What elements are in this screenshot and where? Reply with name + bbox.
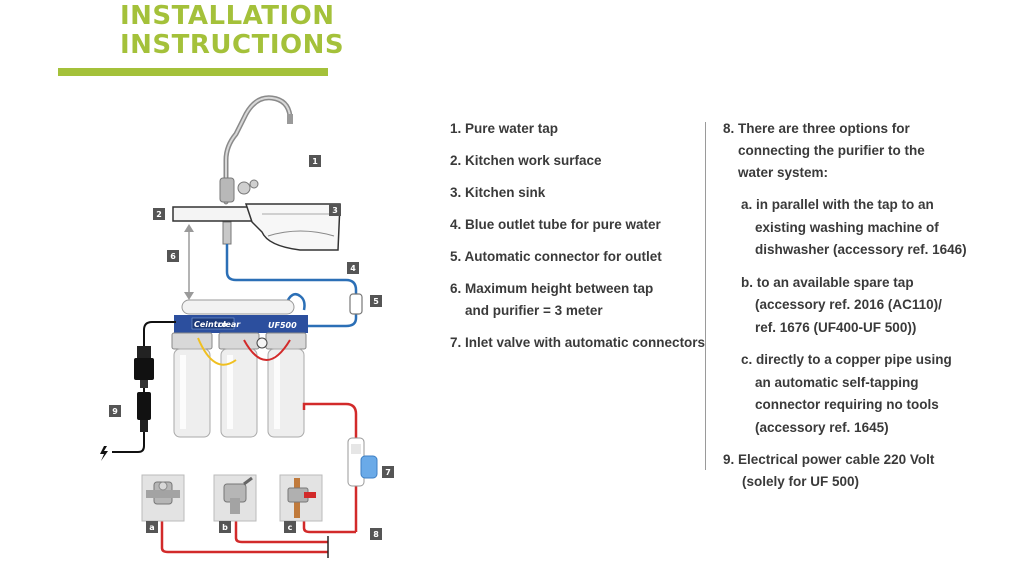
legend-item-8-line-3: water system: xyxy=(738,165,829,180)
marker-2: 2 xyxy=(153,208,165,220)
kitchen-work-surface xyxy=(172,206,254,222)
legend-item-8: 8. There are three options for connectin… xyxy=(723,118,1013,184)
svg-text:5: 5 xyxy=(373,297,379,306)
legend-item-6: 6. Maximum height between tap and purifi… xyxy=(450,278,700,322)
legend-item-6-line-2: and purifier = 3 meter xyxy=(465,303,603,318)
red-inlet-tube xyxy=(160,402,358,558)
title-line-2: INSTRUCTIONS xyxy=(120,30,345,60)
option-c-connector xyxy=(279,474,323,522)
model-label: UF500 xyxy=(268,321,297,330)
marker-c: c xyxy=(284,521,296,533)
title-underline xyxy=(58,68,328,76)
legend-sub-a-line-1: a. in parallel with the tap to an xyxy=(741,197,934,212)
legend-sub-c: c. directly to a copper pipe using an au… xyxy=(741,349,1013,439)
legend-item-2: 2. Kitchen work surface xyxy=(450,153,602,168)
option-a-connector xyxy=(141,474,185,522)
legend-right-column: 8. There are three options for connectin… xyxy=(723,118,1013,503)
legend-item-7: 7. Inlet valve with automatic connectors xyxy=(450,335,706,350)
marker-a: a xyxy=(146,521,158,533)
brand-label-left: Ceintro xyxy=(194,320,228,329)
column-divider xyxy=(705,122,706,470)
legend-item-9-line-1: 9. Electrical power cable 220 Volt xyxy=(723,452,935,467)
legend-sub-a-line-2: existing washing machine of xyxy=(755,219,939,235)
svg-text:b: b xyxy=(222,523,228,532)
purifier-unit: Ceintro clear UF500 xyxy=(171,299,308,438)
legend-item-8-line-1: 8. There are three options for xyxy=(723,121,910,136)
title-line-1: INSTALLATION xyxy=(120,1,335,31)
legend-item-8-line-2: connecting the purifier to the xyxy=(738,143,925,158)
legend-item-9-line-2: (solely for UF 500) xyxy=(742,474,860,489)
svg-text:8: 8 xyxy=(373,530,379,539)
legend-sub-a-line-3: dishwasher (accessory ref. 1646) xyxy=(755,242,967,257)
legend-sub-b: b. to an available spare tap (accessory … xyxy=(741,272,1013,340)
legend-sub-c-line-3: connector requiring no tools xyxy=(755,397,939,412)
legend-sub-b-line-3: ref. 1676 (UF400-UF 500)) xyxy=(755,319,917,335)
brand-label-right: clear xyxy=(218,320,241,329)
legend-left-column: 1. Pure water tap 2. Kitchen work surfac… xyxy=(450,118,706,364)
svg-text:7: 7 xyxy=(385,468,391,477)
legend-item-3: 3. Kitchen sink xyxy=(450,185,546,200)
height-arrow xyxy=(184,224,194,300)
marker-5: 5 xyxy=(370,295,382,307)
filter-housing-3 xyxy=(265,332,307,438)
legend-item-1: 1. Pure water tap xyxy=(450,121,559,136)
legend-sub-c-line-2: an automatic self-tapping xyxy=(755,374,919,390)
marker-b: b xyxy=(219,521,231,533)
page-title: INSTALLATION INSTRUCTIONS xyxy=(120,2,344,60)
marker-3: 3 xyxy=(329,204,341,216)
svg-text:1: 1 xyxy=(312,157,318,166)
filter-housing-2 xyxy=(218,332,260,438)
option-b-connector xyxy=(213,474,257,522)
svg-text:9: 9 xyxy=(112,407,118,416)
svg-text:4: 4 xyxy=(350,264,356,273)
pure-water-tap xyxy=(219,95,293,245)
svg-text:2: 2 xyxy=(156,210,162,219)
power-cable xyxy=(100,321,176,461)
legend-sub-b-line-2: (accessory ref. 2016 (AC110)/ xyxy=(755,297,942,312)
svg-text:3: 3 xyxy=(332,206,338,215)
legend-item-4: 4. Blue outlet tube for pure water xyxy=(450,217,661,232)
svg-text:6: 6 xyxy=(170,252,176,261)
marker-9: 9 xyxy=(109,405,121,417)
svg-text:a: a xyxy=(149,523,154,532)
inlet-valve xyxy=(347,437,378,487)
marker-4: 4 xyxy=(347,262,359,274)
marker-7: 7 xyxy=(382,466,394,478)
marker-8: 8 xyxy=(370,528,382,540)
blue-outlet-tube xyxy=(225,244,358,328)
automatic-connector xyxy=(349,293,363,315)
kitchen-sink xyxy=(244,203,341,251)
legend-sub-c-line-4: (accessory ref. 1645) xyxy=(755,419,889,435)
legend-sub-b-line-1: b. to an available spare tap xyxy=(741,274,914,290)
marker-6: 6 xyxy=(167,250,179,262)
legend-item-9: 9. Electrical power cable 220 Volt (sole… xyxy=(723,449,1013,493)
legend-sub-c-line-1: c. directly to a copper pipe using xyxy=(741,352,952,367)
legend-sub-a: a. in parallel with the tap to an existi… xyxy=(741,194,1013,262)
svg-text:c: c xyxy=(288,523,293,532)
installation-diagram: Ceintro clear UF500 xyxy=(100,95,394,558)
legend-item-5: 5. Automatic connector for outlet xyxy=(450,249,662,264)
legend-item-6-line-1: 6. Maximum height between tap xyxy=(450,281,654,296)
marker-1: 1 xyxy=(309,155,321,167)
filter-housing-1 xyxy=(171,332,213,438)
